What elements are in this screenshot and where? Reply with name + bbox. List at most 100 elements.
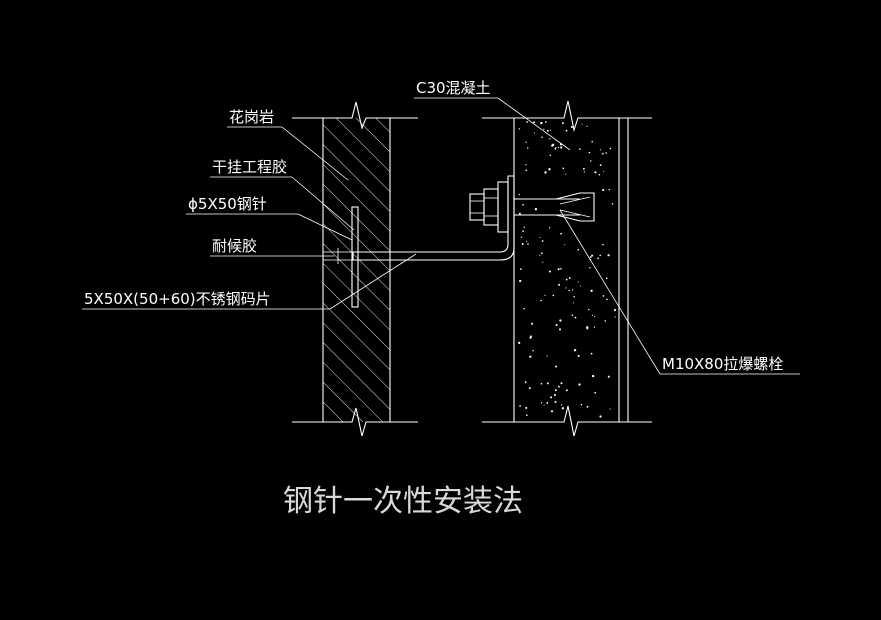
- concrete-aggregate-dots: [518, 121, 617, 418]
- aggregate-dot: [591, 374, 595, 378]
- aggregate-dot: [525, 406, 528, 409]
- aggregate-dot: [520, 236, 523, 238]
- aggregate-dot: [608, 188, 610, 191]
- aggregate-dot: [544, 294, 546, 296]
- steel-pin: [351, 206, 359, 308]
- aggregate-dot: [523, 226, 525, 228]
- aggregate-dot: [527, 243, 529, 245]
- aggregate-dot: [583, 167, 585, 170]
- aggregate-dot: [606, 277, 608, 280]
- stainless-steel-clip: [352, 175, 515, 261]
- aggregate-dot: [590, 160, 592, 162]
- aggregate-dot: [594, 171, 597, 174]
- aggregate-dot: [577, 248, 580, 251]
- aggregate-dot: [525, 141, 527, 143]
- aggregate-dot: [560, 404, 563, 406]
- drawing-title: 钢针一次性安装法: [283, 484, 523, 519]
- aggregate-dot: [560, 267, 562, 270]
- aggregate-dot: [518, 212, 521, 215]
- aggregate-dot: [529, 355, 532, 358]
- aggregate-dot: [568, 277, 571, 279]
- aggregate-dot: [564, 244, 566, 246]
- aggregate-dot: [552, 294, 555, 297]
- aggregate-dot: [523, 307, 525, 310]
- aggregate-dot: [522, 203, 524, 206]
- aggregate-dot: [591, 314, 594, 316]
- label-weather-glue: 耐候胶: [212, 237, 257, 255]
- aggregate-dot: [577, 354, 580, 357]
- aggregate-dot: [565, 129, 568, 132]
- aggregate-dot: [546, 355, 548, 357]
- aggregate-dot: [578, 148, 581, 150]
- leader-lines: [82, 97, 800, 375]
- aggregate-dot: [543, 128, 545, 130]
- aggregate-dot: [597, 257, 599, 260]
- aggregate-dot: [554, 147, 557, 150]
- aggregate-dot: [561, 122, 564, 125]
- aggregate-dot: [588, 308, 590, 311]
- aggregate-dot: [589, 267, 591, 269]
- aggregate-dot: [559, 319, 562, 322]
- aggregate-dot: [541, 136, 543, 138]
- label-granite: 花岗岩: [229, 108, 274, 126]
- aggregate-dot: [599, 164, 602, 166]
- aggregate-dot: [574, 316, 577, 319]
- aggregate-dot: [560, 232, 562, 235]
- aggregate-dot: [549, 154, 552, 157]
- aggregate-dot: [609, 408, 611, 410]
- aggregate-dot: [546, 401, 549, 404]
- aggregate-dot: [526, 147, 529, 149]
- aggregate-dot: [571, 289, 574, 291]
- aggregate-dot: [589, 256, 592, 258]
- aggregate-dot: [553, 393, 557, 397]
- aggregate-dot: [594, 316, 596, 318]
- aggregate-dot: [599, 415, 602, 418]
- aggregate-dot: [613, 308, 617, 312]
- aggregate-dot: [525, 240, 528, 242]
- aggregate-dot: [591, 254, 594, 257]
- aggregate-dot: [518, 341, 521, 345]
- aggregate-dot: [562, 167, 565, 170]
- aggregate-dot: [573, 349, 577, 352]
- aggregate-dot: [524, 381, 527, 384]
- aggregate-dot: [520, 280, 522, 282]
- aggregate-dot: [560, 382, 563, 385]
- granite-bottom-break-line: [292, 407, 418, 437]
- aggregate-dot: [558, 385, 560, 388]
- aggregate-dot: [530, 335, 533, 338]
- aggregate-dot: [568, 289, 570, 292]
- aggregate-dot: [550, 396, 553, 399]
- aggregate-dot: [586, 405, 589, 408]
- aggregate-dot: [525, 164, 527, 166]
- aggregate-dot: [544, 171, 547, 174]
- aggregate-dot: [565, 389, 568, 392]
- aggregate-dot: [614, 316, 616, 318]
- aggregate-dot: [606, 298, 608, 301]
- aggregate-dot: [526, 121, 528, 123]
- expansion-bolt: [469, 181, 595, 233]
- aggregate-dot: [609, 147, 612, 150]
- concrete-bottom-break-line: [482, 405, 652, 437]
- aggregate-dot: [590, 289, 593, 292]
- label-steel-pin: ϕ5X50钢针: [188, 195, 267, 213]
- aggregate-dot: [542, 261, 544, 263]
- aggregate-dot: [594, 391, 597, 394]
- aggregate-dot: [533, 132, 536, 134]
- label-expansion-bolt: M10X80拉爆螺栓: [662, 355, 783, 373]
- aggregate-dot: [591, 140, 593, 143]
- aggregate-dot: [554, 389, 557, 392]
- aggregate-dot: [586, 125, 588, 127]
- aggregate-dot: [561, 407, 565, 410]
- aggregate-dot: [533, 121, 536, 124]
- aggregate-dot: [518, 128, 521, 130]
- aggregate-dot: [541, 252, 543, 255]
- aggregate-dot: [546, 382, 549, 385]
- aggregate-dot: [539, 236, 541, 239]
- aggregate-dot: [543, 404, 545, 406]
- aggregate-dot: [577, 281, 579, 283]
- aggregate-dot: [525, 169, 528, 172]
- aggregate-dot: [580, 403, 583, 406]
- weather-sealant: [323, 248, 353, 264]
- aggregate-dot: [602, 243, 604, 246]
